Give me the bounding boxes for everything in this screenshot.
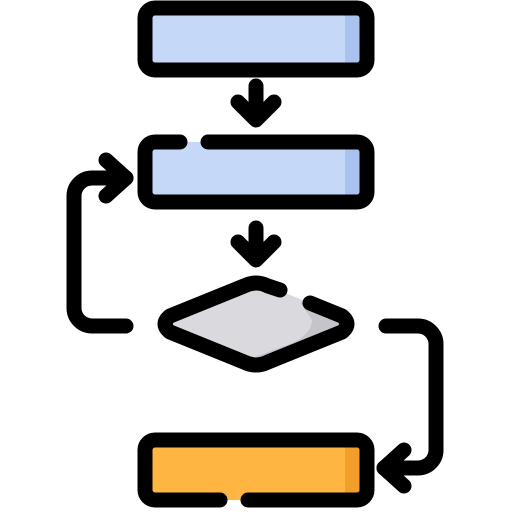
connector-decision-to-bottom <box>376 318 444 494</box>
decision-diamond <box>157 275 355 373</box>
arrow-middle-to-decision <box>230 220 282 268</box>
process-middle-box <box>137 134 375 210</box>
process-bottom-box <box>137 432 375 508</box>
connector-loop-back <box>66 152 134 334</box>
arrow-top-to-middle <box>230 78 282 128</box>
process-top-box <box>137 0 375 78</box>
